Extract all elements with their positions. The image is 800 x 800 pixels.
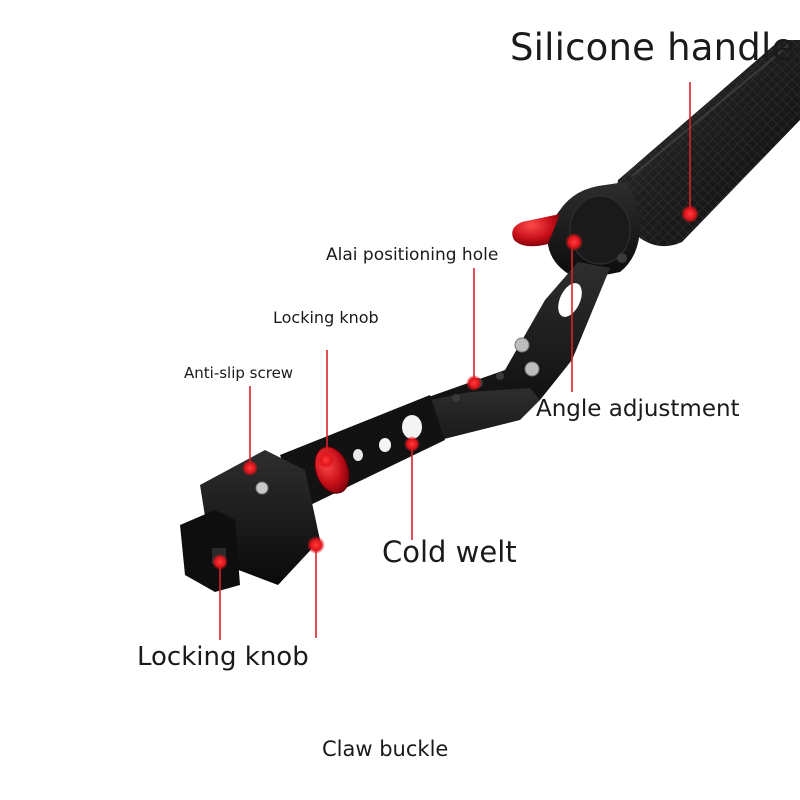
- marker-angle-adjustment: [565, 233, 583, 251]
- marker-silicone-handle: [681, 205, 699, 223]
- marker-claw-buckle: [307, 536, 325, 554]
- marker-anti-slip-screw: [242, 460, 258, 476]
- label-silicone-handle: Silicone handle: [510, 26, 795, 69]
- label-locking-knob-bottom: Locking knob: [137, 642, 309, 672]
- marker-locking-knob-top: [317, 451, 335, 469]
- silicone-handle: [616, 40, 800, 247]
- marker-dots: [212, 205, 699, 570]
- label-locking-knob-top: Locking knob: [273, 308, 379, 327]
- label-cold-welt: Cold welt: [382, 535, 517, 569]
- label-alai-positioning-hole: Alai positioning hole: [326, 245, 499, 265]
- label-claw-buckle: Claw buckle: [322, 737, 449, 761]
- label-angle-adjustment: Angle adjustment: [536, 396, 740, 422]
- angle-adjustment-joint: [512, 182, 640, 280]
- label-anti-slip-screw: Anti-slip screw: [184, 364, 294, 382]
- marker-alai-hole: [466, 375, 482, 391]
- marker-locking-knob-left: [212, 554, 228, 570]
- leader-lines: [219, 82, 691, 640]
- marker-cold-welt: [404, 436, 420, 452]
